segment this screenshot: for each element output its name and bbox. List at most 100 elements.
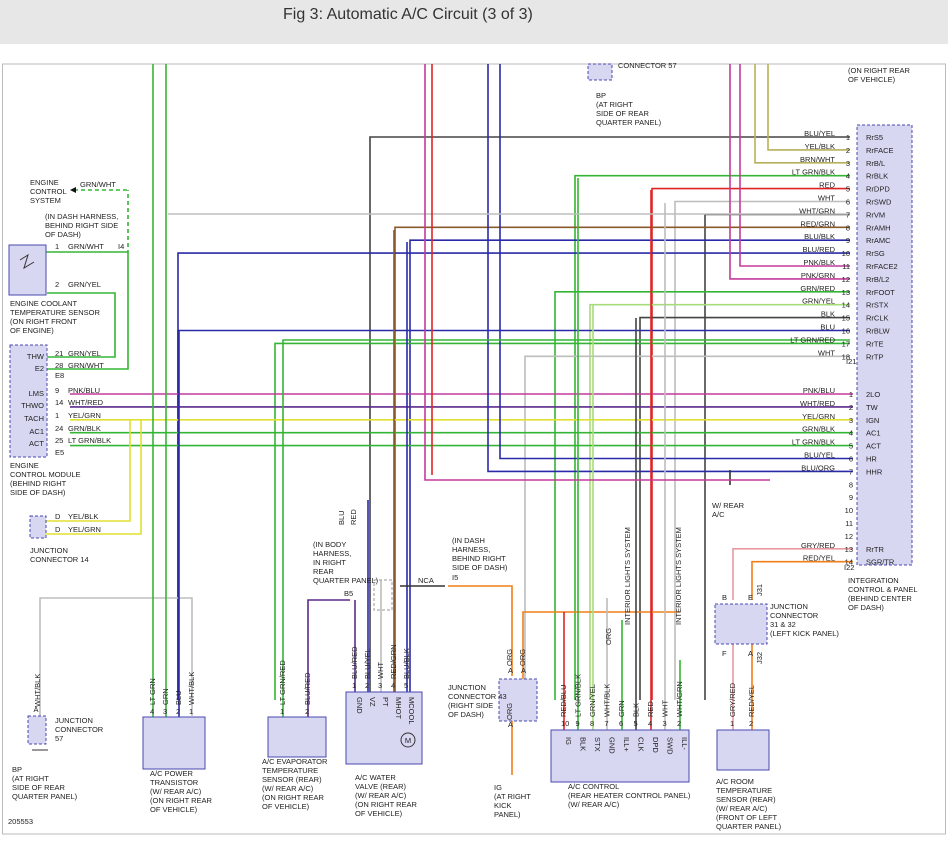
ig-kick-label: IG [494, 783, 502, 792]
transistor-wire-label: BLU [174, 690, 183, 705]
integration-wire-label: RED/GRN [800, 219, 835, 228]
transistor-wire-label: WHT/BLK [187, 672, 196, 705]
wire-thw [47, 292, 116, 358]
wire-i5-org [448, 585, 513, 676]
integration-pin-number: 12 [845, 532, 853, 541]
valve-pin-number: 5 [404, 681, 408, 690]
evap-sensor-label: A/C EVAPORATOR [262, 757, 328, 766]
connector-id-i5: I5 [452, 573, 458, 582]
jc43-label: JUNCTION [448, 683, 486, 692]
ac-control-wire-label: WHT/GRN [675, 681, 684, 717]
ac-control-pin-name: SWD [666, 737, 675, 755]
ecm-label: SIDE OF DASH) [10, 488, 66, 497]
red-label: RED [349, 509, 358, 525]
integration-pin-number: 16 [842, 327, 850, 336]
bp-top-connector [587, 63, 613, 81]
evap-sensor-label: SENSOR (REAR) [262, 775, 322, 784]
integration-pin-number: 2 [846, 146, 850, 155]
ac-control-pin-name: ILL+ [622, 737, 631, 752]
components-layer [8, 63, 913, 783]
jc57-wire-label: WHT/BLK [33, 674, 42, 707]
integration-wire-label: BRN/WHT [800, 155, 835, 164]
jc43-pin: A [521, 666, 526, 675]
ecm-wire-label: GRN/BLK [68, 424, 101, 433]
ac-control-wire-label: WHT [661, 700, 670, 717]
ac-control-wire-label: GRN/YEL [588, 684, 597, 717]
valve-pin-number: 2 [365, 681, 369, 690]
thermistor-symbol [19, 253, 35, 270]
integration-wire-label: BLU/ORG [801, 463, 835, 472]
interior-lights-label: INTERIOR LIGHTS SYSTEM [674, 527, 683, 625]
integration-panel-label: INTEGRATION [848, 576, 899, 585]
jc-31-32-label: (LEFT KICK PANEL) [770, 629, 839, 638]
in-dash-harness-label: OF DASH) [45, 230, 81, 239]
integration-wire-label: PNK/BLK [803, 258, 835, 267]
integration-pin-name: RrB/L2 [866, 275, 889, 284]
integration-wire-label: RED/YEL [803, 554, 835, 563]
valve-wire-label: RED/GRN [389, 644, 398, 679]
wire-upper [394, 226, 850, 700]
ac-control-pin-number: 9 [576, 719, 580, 728]
jc-31-32-pin: F [722, 649, 727, 658]
jc43-wire-label: ORG [505, 649, 514, 666]
evap-sensor-label: TEMPERATURE [262, 766, 318, 775]
integration-pin-number: 10 [845, 506, 853, 515]
ac-control-pin-number: 7 [605, 719, 609, 728]
bp-top-label: QUARTER PANEL) [596, 118, 662, 127]
ecm-pin-name: ACT [29, 439, 44, 448]
room-wire-label: RED/YEL [747, 685, 756, 717]
integration-pin-name: RrAMH [866, 223, 891, 232]
motor-symbol [400, 732, 416, 748]
integration-pin-name: IGN [866, 416, 879, 425]
location-note: (ON RIGHT REAR [848, 66, 911, 75]
ac-control-wire-label: RED/BLU [559, 684, 568, 717]
wire-upper [651, 187, 850, 700]
integration-pin-number: 9 [849, 493, 853, 502]
coolant-sensor-label: TEMPERATURE SENSOR [10, 308, 100, 317]
jc14-label: CONNECTOR 14 [30, 555, 89, 564]
integration-pin-number: 4 [849, 429, 853, 438]
evap-pin-number: 2 [305, 707, 309, 716]
ecm-pin-name: THW [27, 352, 45, 361]
in-body-harness-label: REAR [313, 567, 334, 576]
engine-control-arrow [70, 187, 76, 193]
wire-jc14-2 [46, 419, 142, 535]
wire-evap-1 [282, 339, 850, 717]
wire-jc14-1 [46, 419, 131, 522]
ecm-pin-name: E2 [35, 364, 44, 373]
ig-kick-label: KICK [494, 801, 512, 810]
connector-id-e8: E8 [55, 371, 64, 380]
integration-pin-number: 13 [842, 288, 850, 297]
wire-upper [639, 316, 850, 700]
integration-pin-number: 5 [849, 442, 853, 451]
jc43-pin: A [508, 720, 513, 729]
ac-control-pin-name: ILL- [680, 737, 689, 750]
figure-title: Fig 3: Automatic A/C Circuit (3 of 3) [283, 6, 533, 23]
connector-57-top-label: CONNECTOR 57 [618, 61, 677, 70]
integration-pin-number: 2 [849, 403, 853, 412]
ac-control-wire-label: GRN [617, 700, 626, 717]
junction-connector-43 [498, 678, 538, 722]
integration-pin-number: 1 [849, 390, 853, 399]
ac-control-pin-name: GND [608, 737, 617, 754]
integration-wire-label: WHT [818, 348, 835, 357]
ac-water-valve [345, 691, 423, 765]
integration-wire-label: GRY/RED [801, 541, 836, 550]
transistor-pin-number: 4 [150, 707, 154, 716]
valve-wire-label: BLU/YEL [363, 648, 372, 679]
room-sensor-label: (FRONT OF LEFT [716, 813, 778, 822]
evap-pin-number: 1 [280, 707, 284, 716]
wire-e2 [47, 254, 129, 370]
integration-wire-label: LT GRN/BLK [792, 438, 835, 447]
ecm-pin-number: 25 [55, 436, 63, 445]
in-dash-harness-label: (IN DASH HARNESS, [45, 212, 118, 221]
splice-box [373, 579, 393, 611]
in-dash-harness-label: BEHIND RIGHT SIDE [45, 221, 118, 230]
integration-pin-number: 7 [846, 210, 850, 219]
integration-pin-name: RrFOOT [866, 288, 895, 297]
in-dash-harness-2-label: BEHIND RIGHT [452, 554, 506, 563]
ac-control-pin-number: 3 [663, 719, 667, 728]
power-transistor-label: (W/ REAR A/C) [150, 787, 202, 796]
location-note: OF VEHICLE) [848, 75, 896, 84]
integration-wire-label: GRN/BLK [802, 425, 835, 434]
